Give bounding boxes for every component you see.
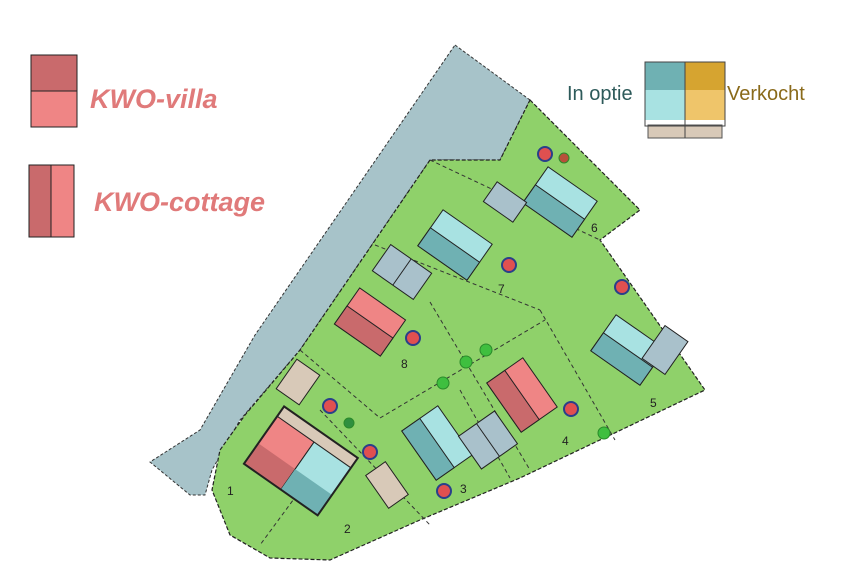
status-swatch xyxy=(644,61,726,139)
garage-plot-3 xyxy=(457,410,519,470)
plot-number-6: 6 xyxy=(591,221,598,235)
house-plot-4[interactable] xyxy=(486,357,558,433)
legend-villa-label: KWO-villa xyxy=(90,84,218,114)
plot-number-2: 2 xyxy=(344,522,351,536)
cottage-swatch xyxy=(28,164,75,238)
house-plot-1-2[interactable] xyxy=(242,405,360,517)
parasol-icons xyxy=(322,146,630,499)
house-plot-7[interactable] xyxy=(417,209,493,281)
plot-number-7: 7 xyxy=(498,282,505,296)
legend-cottage-label: KWO-cottage xyxy=(94,187,265,217)
garage-plot-6 xyxy=(482,181,528,223)
garage-plot-5 xyxy=(641,324,689,376)
plot-number-3: 3 xyxy=(460,482,467,496)
legend-sold-label: Verkocht xyxy=(727,83,805,105)
house-plot-5[interactable] xyxy=(590,314,666,386)
shed-plot-2 xyxy=(365,461,409,509)
tree-icons xyxy=(343,152,611,440)
plot-number-5: 5 xyxy=(650,396,657,410)
legend-in-option-label: In optie xyxy=(567,83,633,105)
plot-number-4: 4 xyxy=(562,434,569,448)
garage-plot-7 xyxy=(371,243,433,301)
house-plot-3[interactable] xyxy=(401,405,473,481)
villa-swatch xyxy=(30,54,78,128)
plot-number-1: 1 xyxy=(227,484,234,498)
house-plot-8[interactable] xyxy=(333,287,407,357)
house-plot-6[interactable] xyxy=(522,166,598,238)
shed-plot-1 xyxy=(275,358,321,406)
plot-number-8: 8 xyxy=(401,357,408,371)
